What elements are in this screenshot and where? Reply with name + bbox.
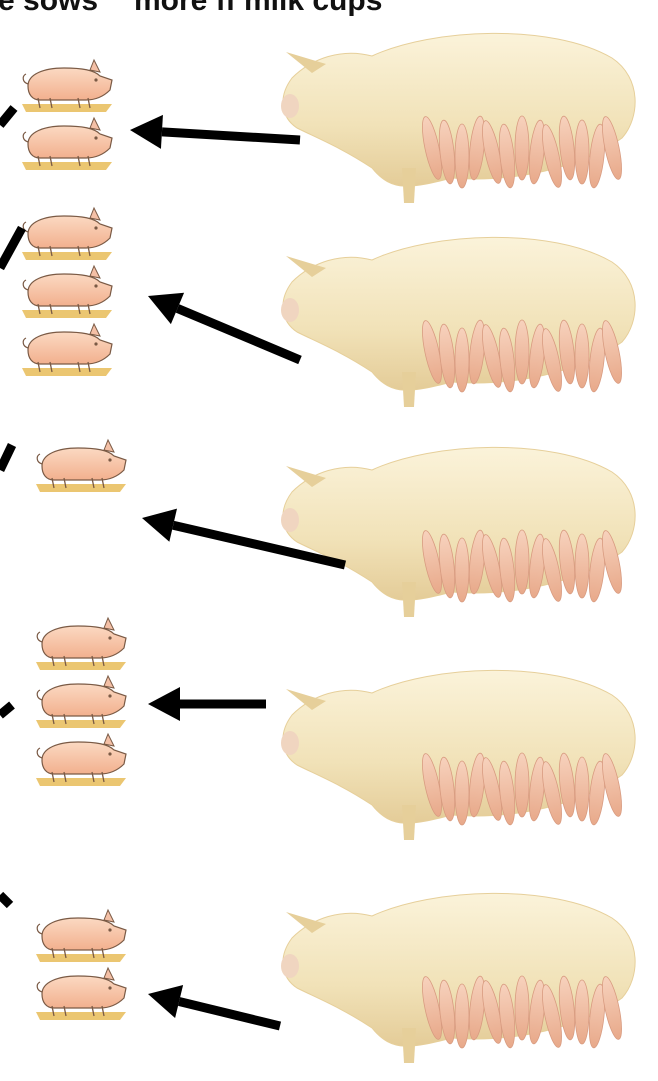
sow-row	[0, 208, 635, 407]
sow-photo	[281, 237, 635, 407]
sow-leg	[402, 805, 416, 840]
piglet-icon	[36, 734, 126, 786]
sow-row	[0, 893, 635, 1063]
edge-arrow-stub	[0, 228, 22, 268]
piglet-icon	[36, 440, 126, 492]
nursing-piglet	[575, 120, 589, 184]
arrow-left-icon-head	[148, 687, 180, 721]
sow-photo	[281, 447, 635, 617]
piglet-icon	[36, 910, 126, 962]
piglet-icon	[36, 968, 126, 1020]
sow-leg	[402, 582, 416, 617]
piglet-icon	[22, 324, 112, 376]
nursing-piglet	[575, 534, 589, 598]
nursing-piglet	[575, 324, 589, 388]
edge-arrow-stub	[0, 705, 12, 715]
piglet-icon	[36, 676, 126, 728]
nursing-piglet	[515, 753, 529, 817]
sow-row	[0, 440, 635, 617]
nursing-piglet	[515, 116, 529, 180]
nursing-piglet	[455, 124, 469, 188]
sow-photo	[281, 670, 635, 840]
sow-snout	[281, 954, 299, 978]
nursing-piglet	[455, 538, 469, 602]
piglet-stack	[36, 910, 126, 1020]
nursing-piglet	[575, 757, 589, 821]
nursing-piglet	[455, 761, 469, 825]
sow-leg	[402, 1028, 416, 1063]
sow-photo	[281, 893, 635, 1063]
nursing-piglet	[515, 530, 529, 594]
arrow-left-icon-head	[130, 115, 163, 149]
piglet-stack	[22, 60, 112, 170]
sow-snout	[281, 94, 299, 118]
sow-photo	[281, 33, 635, 203]
arrow-left-icon	[162, 132, 300, 140]
arrow-up-left-icon	[179, 1002, 280, 1026]
piglet-icon	[22, 60, 112, 112]
arrow-up-left-icon-head	[148, 985, 183, 1018]
nursing-piglet	[515, 976, 529, 1040]
sow-leg	[402, 372, 416, 407]
piglet-stack	[36, 618, 126, 786]
sow-snout	[281, 298, 299, 322]
sow-snout	[281, 731, 299, 755]
piglet-stack	[36, 440, 126, 492]
sow-row	[0, 618, 635, 840]
piglet-icon	[22, 118, 112, 170]
nursing-piglet	[455, 328, 469, 392]
nursing-piglet	[455, 984, 469, 1048]
nursing-piglet	[515, 320, 529, 384]
sow-row	[0, 33, 635, 203]
arrow-up-left-icon-head	[142, 509, 177, 542]
piglet-stack	[22, 208, 112, 376]
piglet-icon	[36, 618, 126, 670]
nursing-piglet	[575, 980, 589, 1044]
piglet-icon	[22, 208, 112, 260]
arrow-up-left-icon	[177, 308, 300, 360]
sow-snout	[281, 508, 299, 532]
edge-arrow-stub	[0, 445, 12, 470]
sow-leg	[402, 168, 416, 203]
edge-arrow-stub	[0, 108, 14, 125]
edge-arrow-stub	[0, 895, 10, 905]
piglet-icon	[22, 266, 112, 318]
